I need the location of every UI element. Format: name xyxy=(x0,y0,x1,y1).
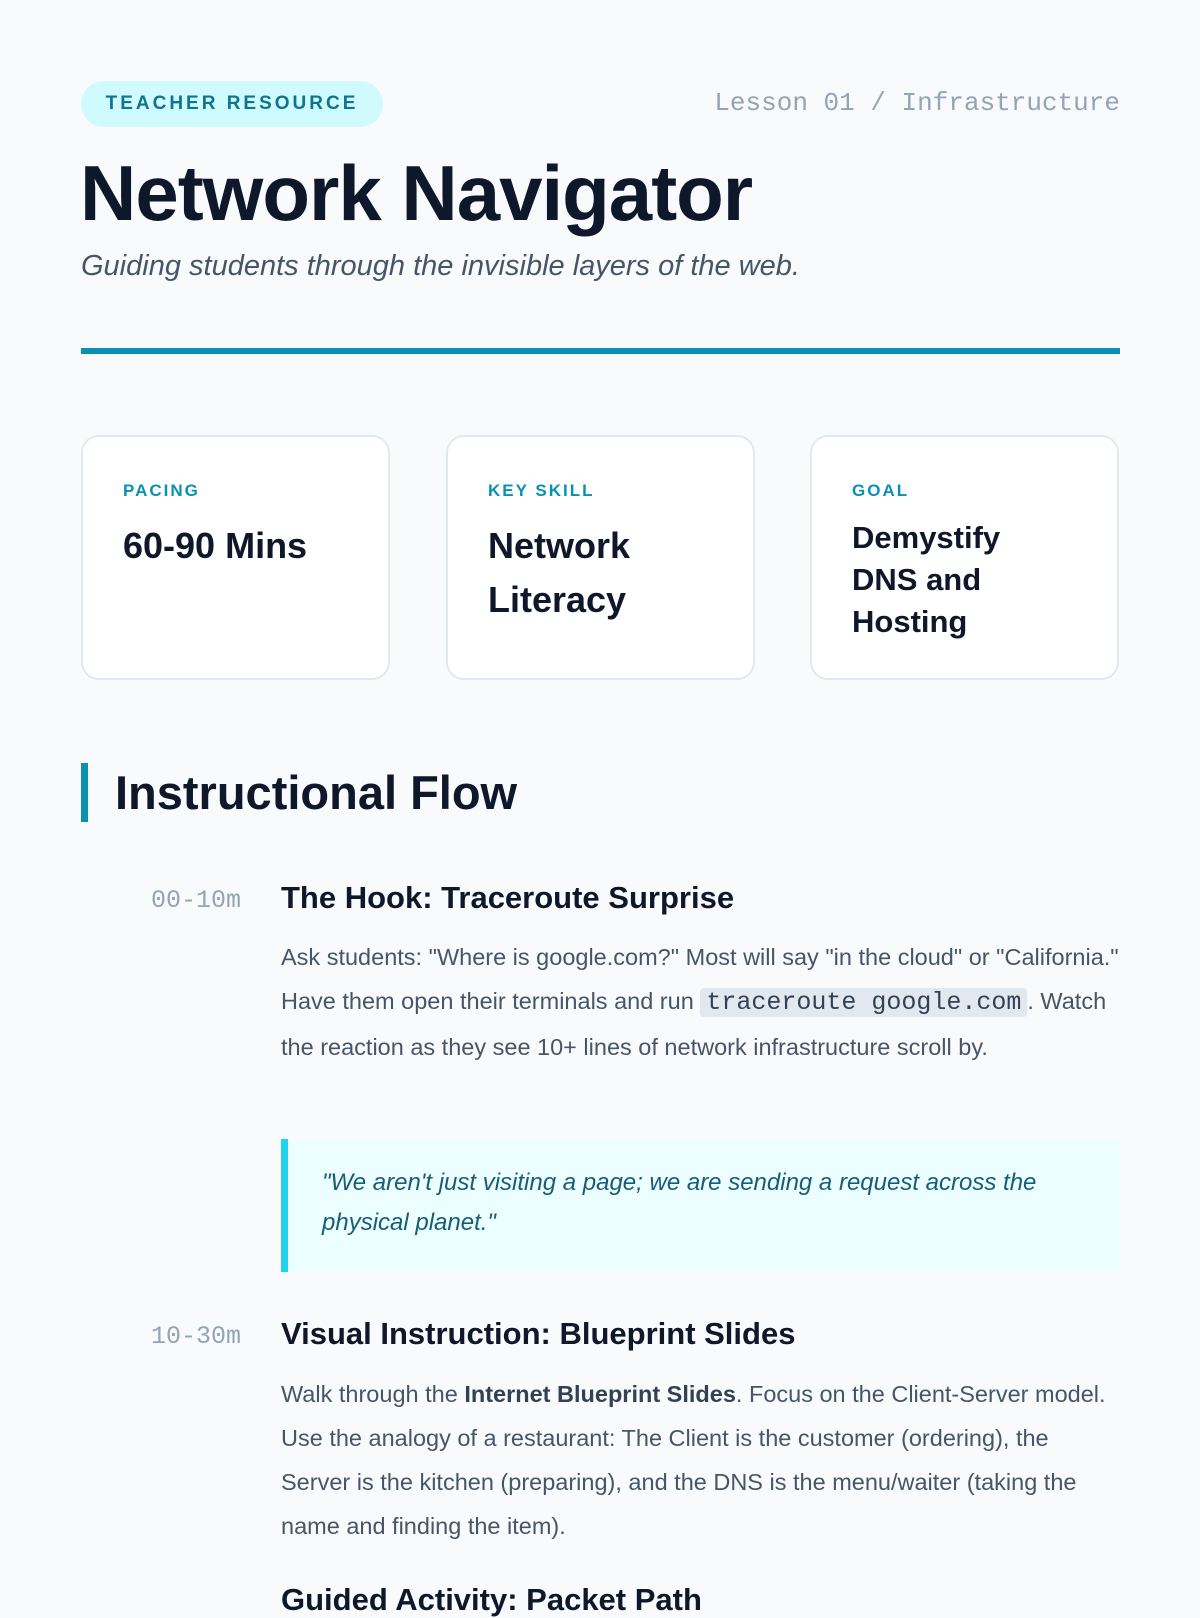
body-text: . Watch the reaction as they see 10+ lin… xyxy=(281,988,1107,1060)
code-snippet: traceroute google.com xyxy=(700,988,1028,1017)
teacher-resource-badge: TEACHER RESOURCE xyxy=(81,81,383,127)
page-title: Network Navigator xyxy=(80,149,753,237)
card-label: GOAL xyxy=(852,481,910,500)
card-goal: GOAL Demystify DNS and Hosting xyxy=(810,435,1119,680)
body-bold: Internet Blueprint Slides xyxy=(464,1381,736,1407)
callout-quote: "We aren't just visiting a page; we are … xyxy=(281,1139,1120,1272)
time-range: 00-10m xyxy=(150,886,241,915)
flow-item-body: Ask students: "Where is google.com?" Mos… xyxy=(281,935,1121,1069)
flow-item-title: The Hook: Traceroute Surprise xyxy=(281,880,735,915)
breadcrumb: Lesson 01 / Infrastructure xyxy=(714,88,1120,118)
card-key-skill: KEY SKILL Network Literacy xyxy=(446,435,755,680)
section-title: Instructional Flow xyxy=(115,766,518,819)
card-value: Network Literacy xyxy=(488,525,631,620)
page-subtitle: Guiding students through the invisible l… xyxy=(81,250,800,282)
card-value: Demystify DNS and Hosting xyxy=(852,520,1001,639)
card-label: PACING xyxy=(123,481,200,500)
flow-item-body: Walk through the Internet Blueprint Slid… xyxy=(281,1372,1121,1548)
body-text: Ask students: "Where is google.com?" Mos… xyxy=(281,944,1119,1014)
card-value: 60-90 Mins xyxy=(123,525,308,566)
time-range: 10-30m xyxy=(150,1322,241,1351)
body-text: Walk through the xyxy=(281,1381,465,1407)
section-heading: Instructional Flow xyxy=(81,763,517,822)
header-divider xyxy=(81,348,1120,354)
body-text: . Focus on the Client-Server model. Use … xyxy=(281,1381,1106,1539)
card-pacing: PACING 60-90 Mins xyxy=(81,435,390,680)
flow-item-title: Visual Instruction: Blueprint Slides xyxy=(281,1316,796,1351)
flow-item-title: Guided Activity: Packet Path xyxy=(281,1582,702,1617)
card-label: KEY SKILL xyxy=(488,481,595,500)
